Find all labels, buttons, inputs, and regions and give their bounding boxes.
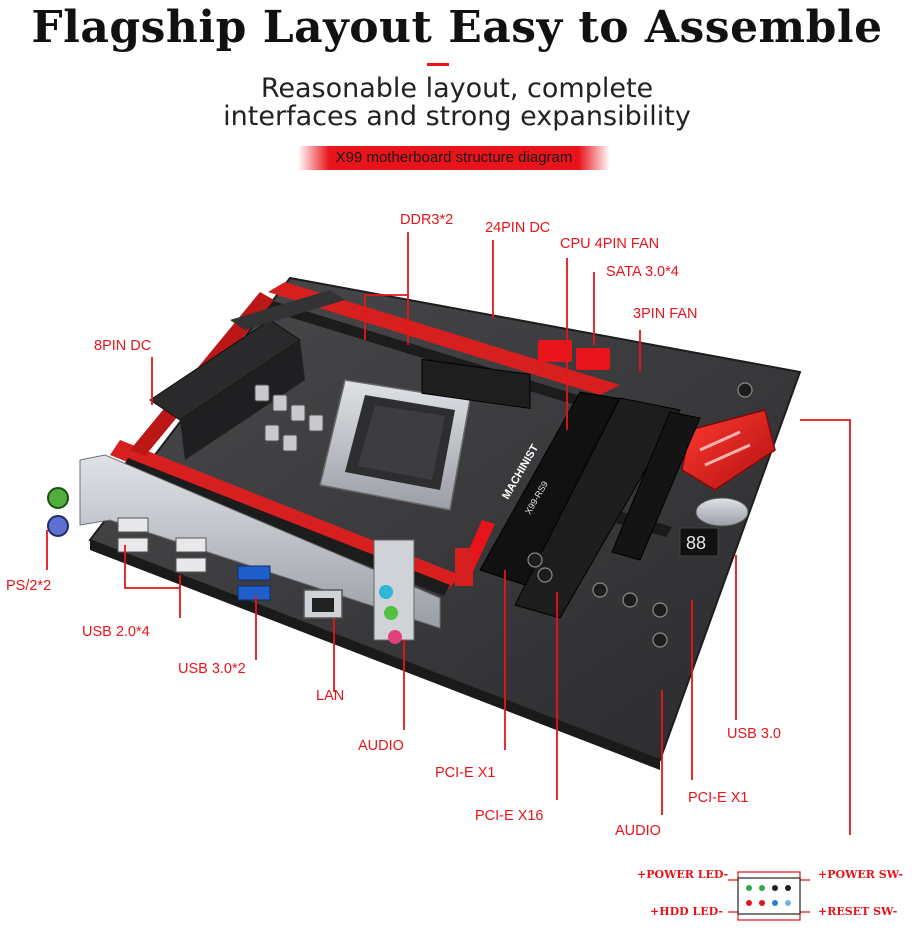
audio-jacks [373,539,415,644]
label-pcie-x1-b: PCI-E X1 [688,790,749,806]
label-pcie-x16: PCI-E X16 [475,808,544,824]
ps2-keyboard-port [47,487,69,509]
atx-24pin-connector [421,358,531,410]
label-reset-sw: +RESET SW- [818,905,898,918]
diagram-banner: X99 motherboard structure diagram [298,146,610,170]
label-3pin-fan: 3PIN FAN [633,306,698,322]
front-panel-header [728,871,810,921]
sata-ports [538,340,610,370]
label-ps2: PS/2*2 [6,578,52,594]
leader-lines [46,232,851,835]
label-8pin-dc: 8PIN DC [94,338,152,354]
label-power-led: +POWER LED- [637,868,729,881]
page-title: Flagship Layout Easy to Assemble [31,2,883,53]
vrm-chokes [254,384,324,452]
label-pcie-x1-a: PCI-E X1 [435,765,496,781]
io-shield [79,454,441,629]
usb3-ports [237,565,271,601]
label-audio-front: AUDIO [615,823,661,839]
cmos-battery [695,497,749,527]
label-ddr3: DDR3*2 [400,212,454,228]
pcie-slots [458,391,701,619]
subtitle-line-2: interfaces and strong expansibility [223,101,691,132]
capacitors [527,382,753,648]
vrm-heatsink [149,290,345,460]
debug-led [679,527,719,557]
label-usb2: USB 2.0*4 [82,624,150,640]
label-24pin-dc: 24PIN DC [485,220,551,236]
label-lan: LAN [316,688,345,704]
label-cpu-fan: CPU 4PIN FAN [560,236,660,252]
label-audio-rear: AUDIO [358,738,404,754]
label-sata: SATA 3.0*4 [606,264,679,280]
label-usb30-header: USB 3.0 [727,726,781,742]
cpu-socket [319,379,471,511]
pcb-edge [90,540,660,770]
pch-heatsink [681,409,776,491]
ps2-mouse-port [47,515,69,537]
subtitle-line-1: Reasonable layout, complete [260,73,654,104]
label-power-sw: +POWER SW- [818,868,904,881]
title-underline [427,63,449,66]
label-usb3: USB 3.0*2 [178,661,246,677]
label-hdd-led: +HDD LED- [650,905,723,918]
svg-text:88: 88 [686,533,706,553]
